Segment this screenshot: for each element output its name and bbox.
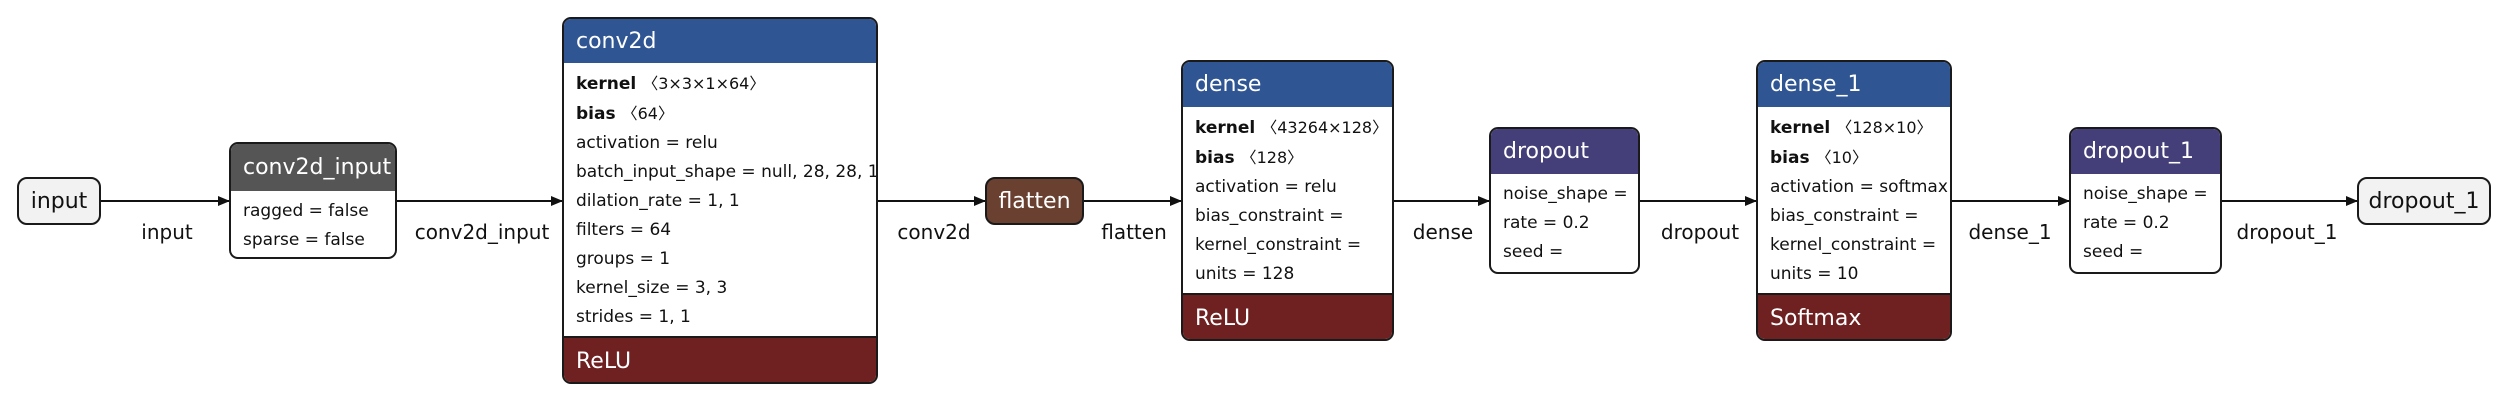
- weight-kernel: kernel 〈43264×128〉: [1195, 113, 1388, 143]
- attribute: strides = 1, 1: [576, 307, 691, 327]
- edge-label-conv2d-input: conv2d_input: [414, 220, 550, 244]
- input-node[interactable]: input: [17, 177, 101, 225]
- attribute: batch_input_shape = null, 28, 28, 1: [576, 162, 878, 182]
- weight-kernel: kernel 〈3×3×1×64〉: [576, 69, 864, 99]
- edge-label-dense-1: dense_1: [1968, 220, 2052, 244]
- input-node-label: input: [30, 188, 88, 214]
- attribute: dilation_rate = 1, 1: [576, 191, 740, 211]
- attribute: rate = 0.2: [1503, 213, 1590, 233]
- weight-name: bias: [1770, 148, 1810, 168]
- activation-label: ReLU: [576, 348, 632, 374]
- weight-name: kernel: [1195, 118, 1256, 138]
- attribute: seed =: [1503, 242, 1564, 262]
- dropout-1-header: dropout_1: [2071, 129, 2220, 174]
- conv2d-input-attributes: ragged = false sparse = false: [231, 191, 395, 257]
- attribute: seed =: [2083, 242, 2144, 262]
- attribute: filters = 64: [576, 220, 672, 240]
- weight-bias: bias 〈64〉: [576, 99, 864, 129]
- attribute: kernel_constraint =: [1195, 235, 1362, 255]
- attribute: units = 128: [1195, 264, 1295, 284]
- edge-label-conv2d: conv2d: [897, 220, 971, 244]
- dense-1-header: dense_1: [1758, 62, 1950, 107]
- conv2d-attributes: kernel 〈3×3×1×64〉 bias 〈64〉 activation = r…: [564, 63, 876, 336]
- edge-label-input: input: [141, 220, 193, 244]
- dropout-title: dropout: [1503, 139, 1589, 164]
- weight-kernel: kernel 〈128×10〉: [1770, 113, 1938, 143]
- dropout-attributes: noise_shape = rate = 0.2 seed =: [1491, 174, 1638, 272]
- weight-bias: bias 〈128〉: [1195, 143, 1380, 173]
- conv2d-title: conv2d: [576, 28, 657, 54]
- dense-activation: ReLU: [1183, 293, 1392, 339]
- dense-header: dense: [1183, 62, 1392, 107]
- dropout-1-node[interactable]: dropout_1 noise_shape = rate = 0.2 seed …: [2069, 127, 2222, 274]
- dense-attributes: kernel 〈43264×128〉 bias 〈128〉 activation =…: [1183, 107, 1392, 293]
- dense-1-title: dense_1: [1770, 72, 1862, 97]
- conv2d-node[interactable]: conv2d kernel 〈3×3×1×64〉 bias 〈64〉 activat…: [562, 17, 878, 384]
- attribute: rate = 0.2: [2083, 213, 2170, 233]
- output-node[interactable]: dropout_1: [2357, 177, 2491, 225]
- attribute: groups = 1: [576, 249, 671, 269]
- attribute: bias_constraint =: [1195, 206, 1344, 226]
- dropout-1-attributes: noise_shape = rate = 0.2 seed =: [2071, 174, 2220, 272]
- weight-shape: 〈128×10〉: [1836, 118, 1933, 137]
- flatten-title: flatten: [998, 188, 1071, 214]
- activation-label: Softmax: [1770, 305, 1862, 331]
- output-node-label: dropout_1: [2368, 188, 2480, 214]
- attribute: noise_shape =: [2083, 184, 2208, 204]
- dense-1-attributes: kernel 〈128×10〉 bias 〈10〉 activation = sof…: [1758, 107, 1950, 293]
- weight-shape: 〈10〉: [1815, 148, 1868, 167]
- dense-1-node[interactable]: dense_1 kernel 〈128×10〉 bias 〈10〉 activati…: [1756, 60, 1952, 341]
- edge-label-dense: dense: [1412, 220, 1474, 244]
- flatten-node[interactable]: flatten: [985, 177, 1084, 225]
- attribute: activation = relu: [576, 133, 718, 153]
- attribute: sparse = false: [243, 230, 365, 250]
- weight-shape: 〈43264×128〉: [1261, 118, 1389, 137]
- attribute: kernel_constraint =: [1770, 235, 1937, 255]
- weight-name: kernel: [576, 74, 637, 94]
- conv2d-input-title: conv2d_input: [243, 155, 392, 180]
- dropout-node[interactable]: dropout noise_shape = rate = 0.2 seed =: [1489, 127, 1640, 274]
- attribute: units = 10: [1770, 264, 1859, 284]
- dropout-header: dropout: [1491, 129, 1638, 174]
- attribute: noise_shape =: [1503, 184, 1628, 204]
- edge-label-dropout-1: dropout_1: [2236, 220, 2338, 244]
- dense-1-activation: Softmax: [1758, 293, 1950, 339]
- conv2d-activation: ReLU: [564, 336, 876, 382]
- weight-name: bias: [576, 104, 616, 124]
- weight-shape: 〈64〉: [621, 104, 674, 123]
- dense-node[interactable]: dense kernel 〈43264×128〉 bias 〈128〉 activa…: [1181, 60, 1394, 341]
- conv2d-header: conv2d: [564, 19, 876, 63]
- activation-label: ReLU: [1195, 305, 1251, 331]
- dense-title: dense: [1195, 72, 1262, 97]
- weight-name: bias: [1195, 148, 1235, 168]
- weight-shape: 〈128〉: [1240, 148, 1304, 167]
- weight-name: kernel: [1770, 118, 1831, 138]
- edge-label-flatten: flatten: [1101, 220, 1167, 244]
- dropout-1-title: dropout_1: [2083, 139, 2194, 164]
- conv2d-input-node[interactable]: conv2d_input ragged = false sparse = fal…: [229, 142, 397, 259]
- attribute: ragged = false: [243, 201, 369, 221]
- attribute: activation = softmax: [1770, 177, 1948, 197]
- attribute: activation = relu: [1195, 177, 1337, 197]
- edge-label-dropout: dropout: [1660, 220, 1740, 244]
- conv2d-input-header: conv2d_input: [231, 144, 395, 191]
- weight-shape: 〈3×3×1×64〉: [642, 74, 766, 93]
- attribute: kernel_size = 3, 3: [576, 278, 728, 298]
- weight-bias: bias 〈10〉: [1770, 143, 1938, 173]
- attribute: bias_constraint =: [1770, 206, 1919, 226]
